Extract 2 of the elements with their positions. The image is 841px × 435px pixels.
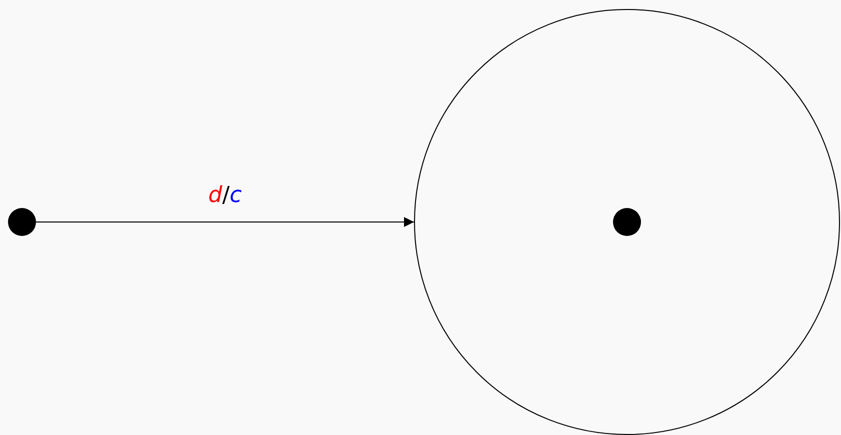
arrow <box>36 217 414 227</box>
edge-label: d/c <box>208 185 242 207</box>
